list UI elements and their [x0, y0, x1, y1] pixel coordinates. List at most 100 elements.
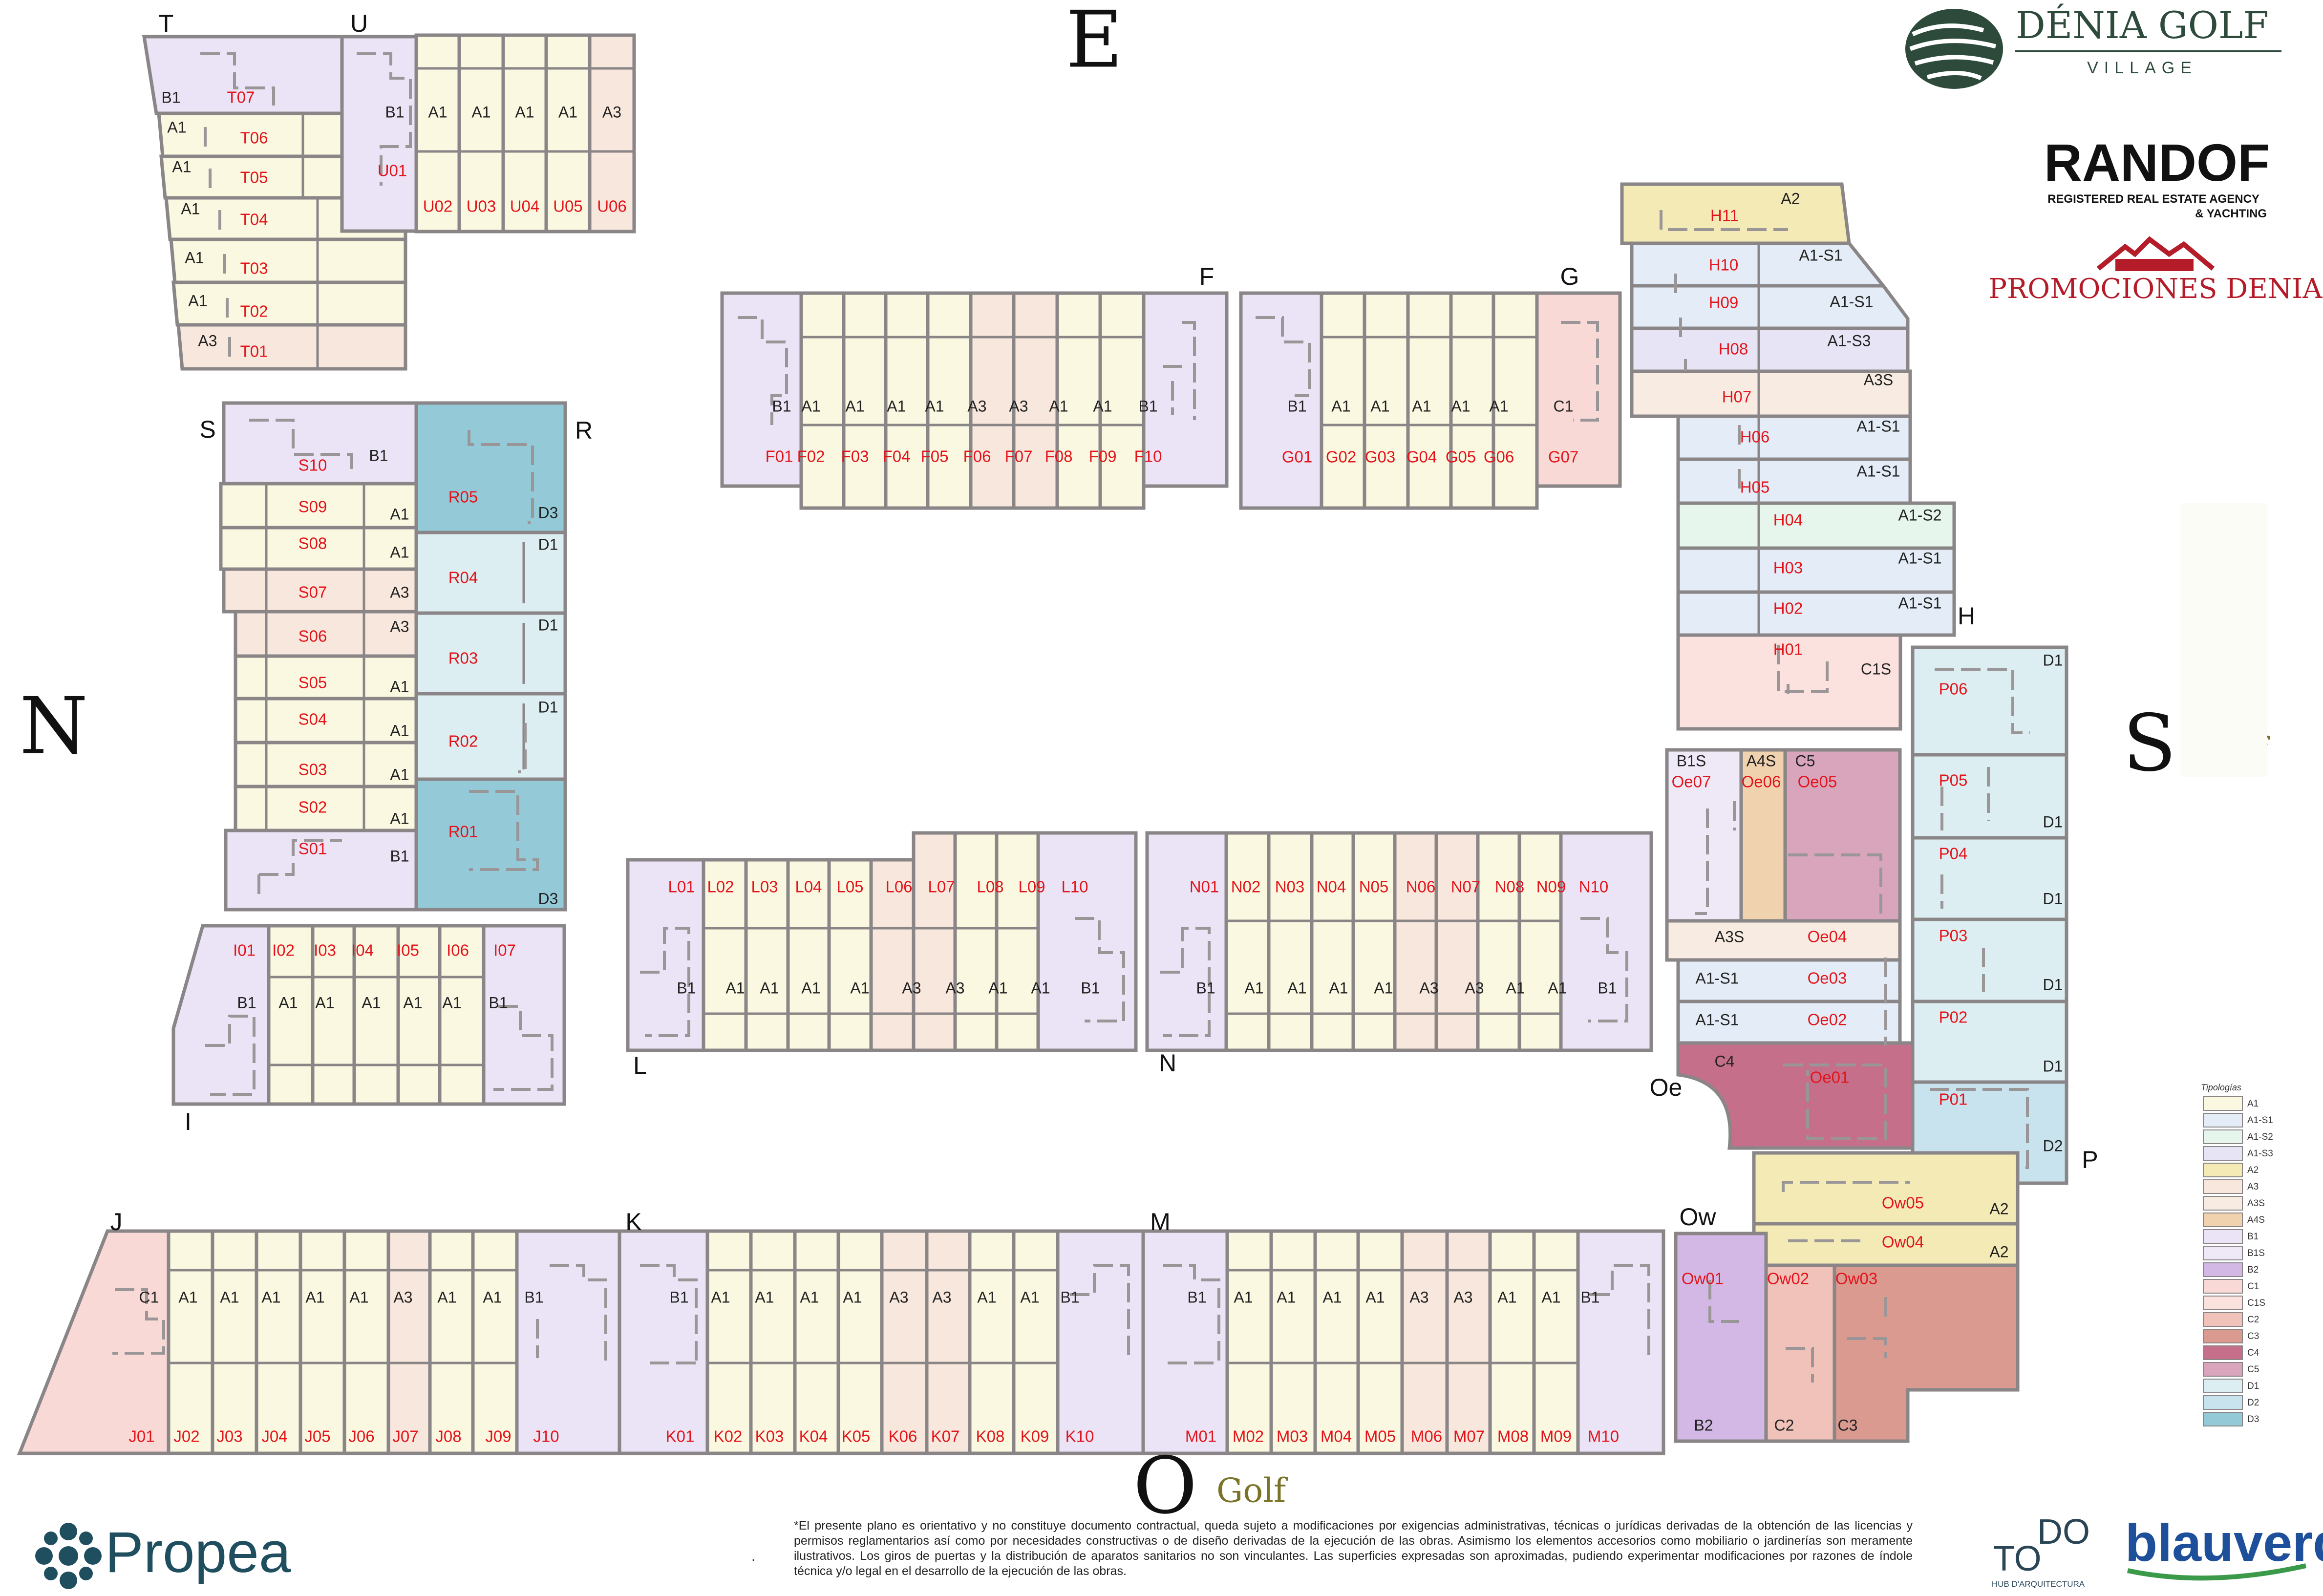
unit-p02[interactable] — [1911, 1000, 2068, 1084]
unit-l08[interactable] — [953, 831, 999, 1052]
unit-code-m06: M06 — [1411, 1427, 1442, 1446]
unit-g02[interactable] — [1320, 291, 1366, 510]
unit-j06[interactable] — [342, 1229, 390, 1455]
unit-u01[interactable] — [340, 35, 418, 233]
unit-oe07[interactable] — [1665, 748, 1743, 923]
unit-n01[interactable] — [1145, 831, 1228, 1052]
unit-code-n10: N10 — [1579, 878, 1609, 896]
legend-label-b2: B2 — [2247, 1265, 2259, 1275]
block-label-l: L — [633, 1052, 647, 1079]
unit-n07[interactable] — [1434, 831, 1480, 1052]
unit-f05[interactable] — [926, 291, 973, 510]
unit-k04[interactable] — [793, 1229, 840, 1455]
unit-m05[interactable] — [1356, 1229, 1404, 1455]
unit-f02[interactable] — [799, 291, 846, 510]
unit-k02[interactable] — [705, 1229, 753, 1455]
unit-ow02[interactable] — [1764, 1263, 1836, 1443]
unit-oe05[interactable] — [1783, 748, 1902, 923]
unit-type-ow04: A2 — [1989, 1243, 2008, 1260]
unit-f04[interactable] — [884, 291, 930, 510]
unit-oe03[interactable] — [1676, 958, 1902, 1003]
unit-n09[interactable] — [1517, 831, 1563, 1052]
unit-j01[interactable] — [17, 1229, 170, 1455]
unit-n10[interactable] — [1559, 831, 1653, 1052]
unit-m03[interactable] — [1269, 1229, 1317, 1455]
unit-j09[interactable] — [471, 1229, 519, 1455]
unit-k07[interactable] — [925, 1229, 972, 1455]
unit-t01[interactable] — [176, 323, 407, 371]
unit-m02[interactable] — [1225, 1229, 1273, 1455]
unit-f10[interactable] — [1142, 291, 1229, 488]
unit-g04[interactable] — [1406, 291, 1453, 510]
unit-p04[interactable] — [1911, 836, 2068, 921]
unit-l06[interactable] — [869, 858, 916, 1052]
unit-h01[interactable] — [1676, 633, 1902, 731]
unit-n02[interactable] — [1224, 831, 1271, 1052]
unit-j03[interactable] — [211, 1229, 258, 1455]
unit-j10[interactable] — [515, 1229, 621, 1455]
unit-oe04[interactable] — [1665, 919, 1902, 962]
unit-f06[interactable] — [969, 291, 1016, 510]
unit-m04[interactable] — [1313, 1229, 1360, 1455]
unit-k05[interactable] — [836, 1229, 884, 1455]
unit-j04[interactable] — [255, 1229, 302, 1455]
unit-r01[interactable] — [414, 777, 567, 912]
unit-k03[interactable] — [749, 1229, 797, 1455]
unit-g03[interactable] — [1363, 291, 1410, 510]
unit-oe01[interactable] — [1676, 1041, 1915, 1150]
unit-m08[interactable] — [1488, 1229, 1536, 1455]
unit-f03[interactable] — [842, 291, 888, 510]
unit-k08[interactable] — [968, 1229, 1016, 1455]
unit-r03[interactable] — [414, 611, 567, 696]
unit-code-r05: R05 — [448, 488, 478, 506]
unit-code-p05: P05 — [1939, 771, 1968, 789]
unit-k09[interactable] — [1012, 1229, 1060, 1455]
unit-ow01[interactable] — [1674, 1232, 1768, 1443]
unit-n06[interactable] — [1393, 831, 1438, 1052]
unit-type-t02: A1 — [188, 292, 207, 309]
unit-code-h05: H05 — [1740, 478, 1770, 496]
unit-code-s09: S09 — [298, 498, 327, 516]
unit-n08[interactable] — [1476, 831, 1521, 1052]
unit-s10[interactable] — [222, 401, 418, 486]
unit-j05[interactable] — [298, 1229, 346, 1455]
unit-j07[interactable] — [386, 1229, 432, 1455]
unit-l07[interactable] — [912, 831, 957, 1052]
unit-type-g01: B1 — [1287, 397, 1306, 415]
unit-h09[interactable] — [1630, 284, 1910, 330]
unit-i05[interactable] — [396, 924, 442, 1106]
unit-type-l07: A3 — [945, 979, 964, 997]
unit-t03[interactable] — [169, 237, 407, 284]
unit-l02[interactable] — [702, 858, 748, 1052]
unit-k01[interactable] — [618, 1229, 709, 1455]
unit-j08[interactable] — [428, 1229, 475, 1455]
unit-l05[interactable] — [827, 858, 873, 1052]
unit-s09[interactable] — [219, 482, 418, 530]
unit-l03[interactable] — [744, 858, 790, 1052]
unit-s01[interactable] — [224, 829, 418, 912]
unit-t02[interactable] — [171, 280, 407, 327]
unit-code-l01: L01 — [668, 878, 695, 896]
unit-g07[interactable] — [1535, 291, 1622, 488]
unit-k06[interactable] — [880, 1229, 929, 1455]
unit-i04[interactable] — [352, 924, 400, 1106]
unit-h02[interactable] — [1676, 590, 1956, 637]
unit-ow03[interactable] — [1833, 1263, 2020, 1443]
unit-n04[interactable] — [1310, 831, 1355, 1052]
unit-l09[interactable] — [995, 831, 1040, 1052]
unit-m01[interactable] — [1141, 1229, 1229, 1455]
unit-m07[interactable] — [1445, 1229, 1492, 1455]
unit-l10[interactable] — [1036, 831, 1138, 1052]
unit-f09[interactable] — [1098, 291, 1146, 510]
unit-ow05[interactable] — [1752, 1151, 2020, 1226]
unit-m06[interactable] — [1400, 1229, 1449, 1455]
unit-type-k08: A1 — [977, 1288, 996, 1306]
unit-n03[interactable] — [1267, 831, 1314, 1052]
unit-i06[interactable] — [438, 924, 486, 1106]
unit-j02[interactable] — [167, 1229, 214, 1455]
unit-m09[interactable] — [1532, 1229, 1580, 1455]
unit-n05[interactable] — [1351, 831, 1397, 1052]
unit-f07[interactable] — [1012, 291, 1059, 510]
unit-r02[interactable] — [414, 692, 567, 781]
unit-i01[interactable] — [171, 924, 271, 1106]
